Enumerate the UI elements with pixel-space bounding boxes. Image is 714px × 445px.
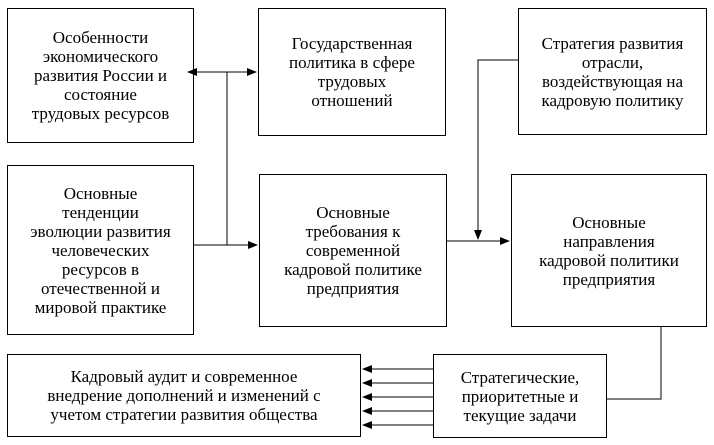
box-policy-directions: Основные направления кадровой политики п… [511, 174, 707, 327]
box-policy-requirements: Основные требования к современной кадров… [259, 174, 447, 327]
box-hr-evolution-trends: Основные тенденции эволюции развития чел… [7, 165, 194, 335]
box-economy-features: Особенности экономического развития Росс… [7, 8, 194, 143]
box-strategic-tasks: Стратегические, приоритетные и текущие з… [433, 354, 607, 438]
box-industry-strategy: Стратегия развития отрасли, воздействующ… [518, 8, 707, 135]
box-state-labor-policy: Государственная политика в сфере трудовы… [258, 8, 446, 136]
connector-directions-tasks [607, 327, 662, 400]
box-hr-audit: Кадровый аудит и современное внедрение д… [7, 354, 361, 437]
